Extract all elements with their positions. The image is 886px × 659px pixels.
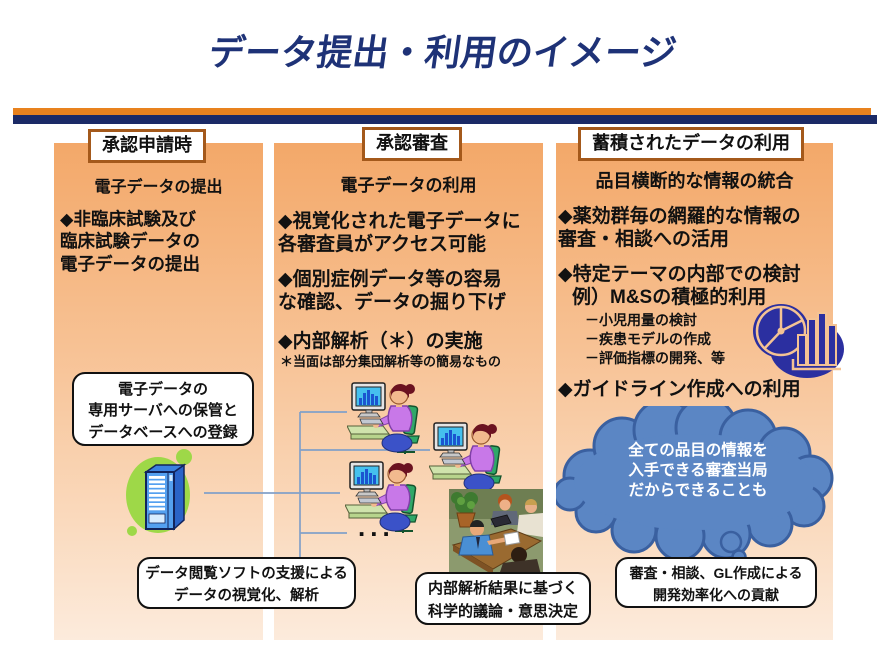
storage-callout: 電子データの 専用サーバへの保管と データベースへの登録 [72, 372, 254, 446]
review-bullet-1: ◆視覚化された電子データに 各審査員がアクセス可能 [278, 210, 521, 256]
development-efficiency-callout: 審査・相談、GL作成による 開発効率化への貢献 [615, 557, 817, 608]
text-line: データの視覚化、解析 [174, 588, 319, 605]
analytics-chart-icon [753, 304, 844, 378]
submission-bullets: ◆非臨床試験及び 臨床試験データの 電子データの提出 [60, 208, 200, 275]
cloud-message: 全ての品目の情報を 入手できる審査当局 だからできることも [584, 441, 812, 501]
page-title: データ提出・利用のイメージ [206, 32, 680, 73]
text-line: 全ての品目の情報を [628, 442, 768, 459]
review-subtitle: 電子データの利用 [340, 176, 477, 195]
text-line: データベースへの登録 [88, 423, 238, 441]
reviewer-workstation-icon [347, 382, 420, 455]
text-line: 審査・相談への活用 [558, 229, 730, 251]
text-line: 電子データの [117, 381, 208, 398]
more-workstations-ellipsis: ... [358, 512, 395, 542]
text-line: ◆非臨床試験及び [60, 209, 196, 229]
accumulated-bullet-2: ◆特定テーマの内部での検討 例）M&Sの積極的利用 [558, 263, 801, 309]
accumulated-subtitle: 品目横断的な情報の統合 [595, 171, 794, 191]
text-line: 例）M&Sの積極的利用 [572, 287, 767, 309]
review-footnote: ＊当面は部分集団解析等の簡易なもの [280, 354, 502, 369]
submission-subtitle: 電子データの提出 [94, 179, 223, 196]
viewer-software-callout: データ閲覧ソフトの支援による データの視覚化、解析 [137, 557, 356, 609]
text-line: 電子データの提出 [60, 253, 200, 274]
text-line: －小児用量の検討 [585, 312, 697, 328]
text-line: 専用サーバへの保管と [88, 402, 238, 420]
text-line: 入手できる審査当局 [628, 462, 768, 480]
accumulated-bullet-1: ◆薬効群毎の網羅的な情報の 審査・相談への活用 [558, 205, 801, 251]
scientific-discussion-callout: 内部解析結果に基づく 科学的議論・意思決定 [415, 572, 591, 625]
header-approval-review: 承認審査 [362, 127, 462, 161]
text-line: 審査・相談、GL作成による [629, 565, 803, 581]
text-line: データ閲覧ソフトの支援による [145, 566, 348, 582]
text-line: だからできることも [628, 482, 768, 500]
header-accumulated-data: 蓄積されたデータの利用 [578, 127, 804, 161]
text-line: －評価指標の開発、等 [585, 349, 725, 366]
reviewer-workstation-icon [429, 422, 502, 495]
text-line: ◆個別症例データ等の容易 [278, 269, 502, 290]
text-line: 開発効率化への貢献 [653, 586, 779, 603]
text-line: ◆特定テーマの内部での検討 [558, 264, 801, 285]
divider-navy-bar [13, 115, 877, 124]
text-line: 内部解析結果に基づく [427, 580, 578, 597]
review-bullet-3: ◆内部解析（＊）の実施 [278, 331, 483, 352]
header-approval-application: 承認申請時 [88, 129, 206, 163]
text-line: 各審査員がアクセス可能 [278, 234, 487, 256]
text-line: ◆視覚化された電子データに [278, 211, 521, 232]
server-icon [126, 449, 192, 536]
accumulated-bullet-3: ◆ガイドライン作成への利用 [558, 379, 801, 400]
review-bullet-2: ◆個別症例データ等の容易 な確認、データの掘り下げ [278, 268, 506, 314]
thought-cloud-icon [556, 406, 834, 565]
text-line: 科学的議論・意思決定 [427, 602, 578, 620]
text-line: ◆薬効群毎の網羅的な情報の [558, 206, 801, 227]
text-line: 臨床試験データの [60, 231, 200, 252]
divider-orange-bar [13, 108, 871, 115]
meeting-discussion-icon [449, 489, 543, 575]
accumulated-sub-items: －小児用量の検討 －疾患モデルの作成 －評価指標の開発、等 [585, 311, 725, 367]
text-line: な確認、データの掘り下げ [278, 292, 507, 314]
text-line: －疾患モデルの作成 [585, 330, 711, 347]
